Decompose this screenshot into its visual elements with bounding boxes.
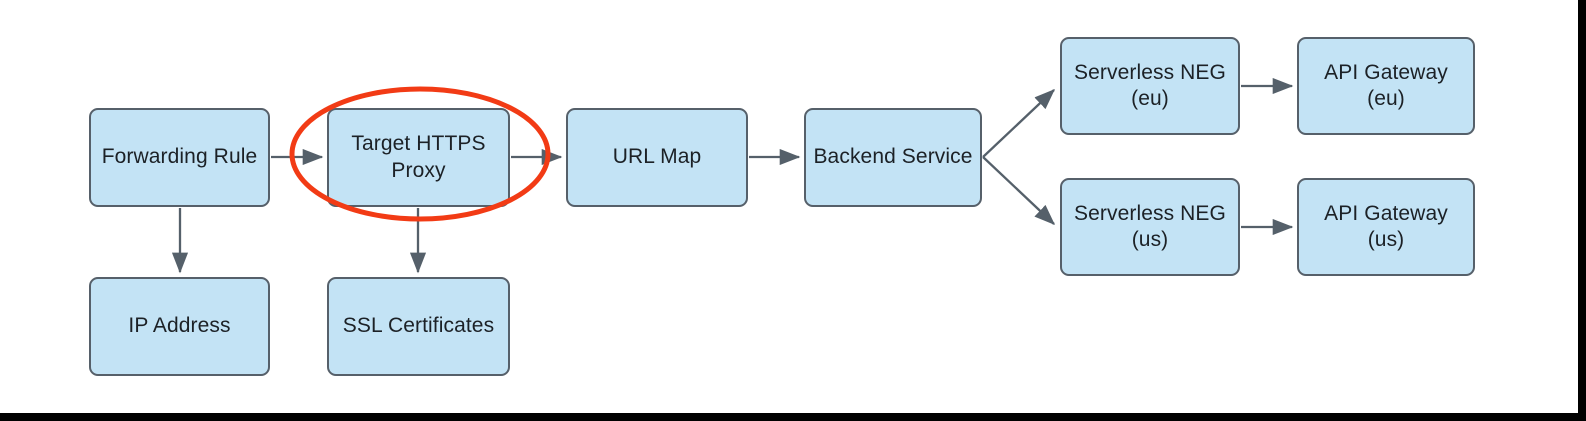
connector-backend-service-to-serverless-neg-eu [982,89,1056,158]
node-ip-address[interactable]: IP Address [89,277,270,376]
node-target-https-proxy[interactable]: Target HTTPS Proxy [327,108,510,207]
canvas-right-edge-bar [1578,0,1586,421]
node-forwarding-rule[interactable]: Forwarding Rule [89,108,270,207]
node-backend-service[interactable]: Backend Service [804,108,982,207]
diagram-surface: Forwarding Rule Target HTTPS Proxy URL M… [89,37,1475,376]
node-serverless-neg-us[interactable]: Serverless NEG (us) [1060,178,1240,276]
node-api-gateway-us[interactable]: API Gateway (us) [1297,178,1475,276]
canvas-bottom-edge-bar [0,413,1586,421]
node-api-gateway-eu[interactable]: API Gateway (eu) [1297,37,1475,135]
node-serverless-neg-eu[interactable]: Serverless NEG (eu) [1060,37,1240,135]
connector-backend-service-to-serverless-neg-us [982,156,1056,225]
node-ssl-certificates[interactable]: SSL Certificates [327,277,510,376]
node-url-map[interactable]: URL Map [566,108,748,207]
